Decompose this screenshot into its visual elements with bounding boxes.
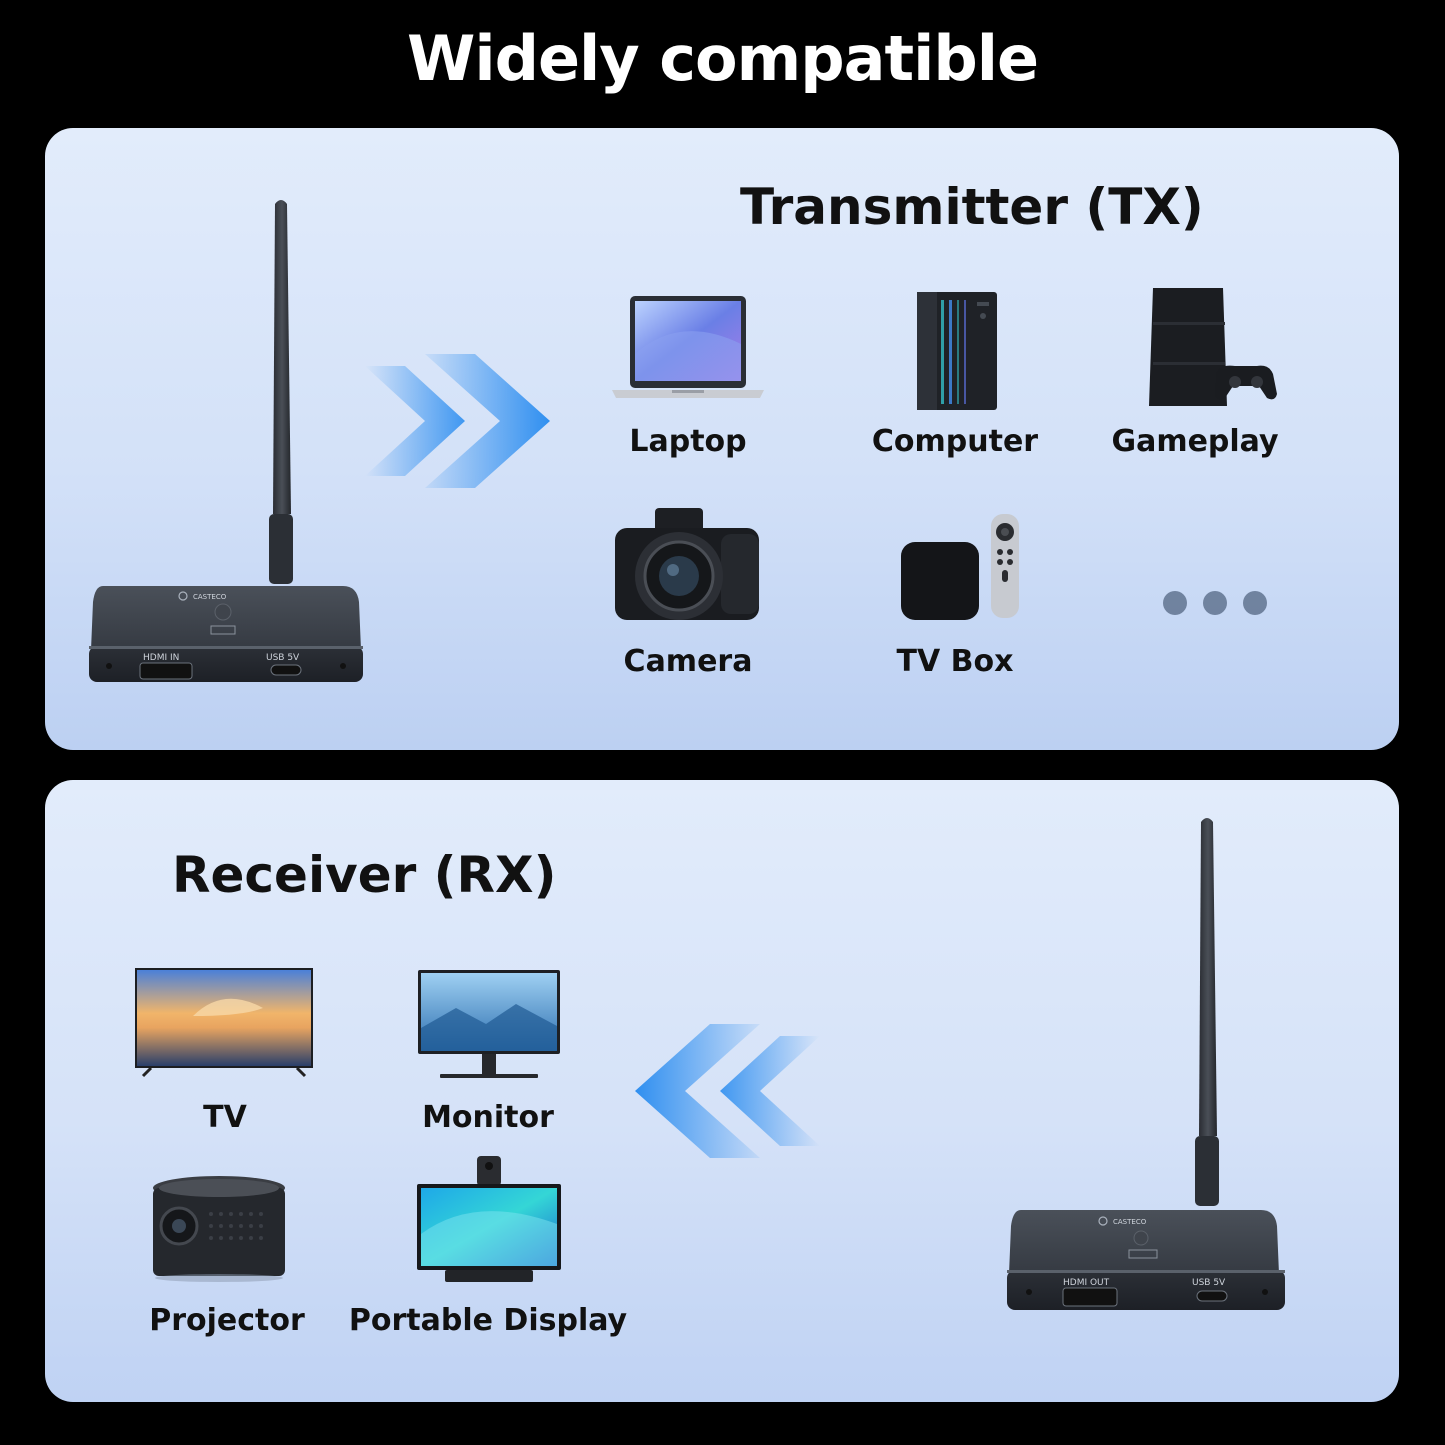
more-dots-icon — [1163, 591, 1267, 615]
monitor-icon — [418, 970, 560, 1078]
svg-text:CASTECO: CASTECO — [193, 593, 227, 601]
page-title: Widely compatible — [406, 22, 1039, 95]
tx-signal-arrows-icon — [365, 354, 550, 488]
device-label-monitor: Monitor — [422, 1100, 554, 1135]
receiver-device-icon: CASTECO HDMI OUT USB 5V — [1007, 818, 1285, 1310]
transmitter-device-icon: CASTECO HDMI IN USB 5V — [89, 200, 363, 682]
portable-display-icon — [417, 1156, 561, 1282]
tv-box-icon — [901, 514, 1019, 620]
device-label-portable-display: Portable Display — [348, 1303, 628, 1338]
device-label-laptop: Laptop — [629, 424, 747, 459]
tx-port-usb-label: USB 5V — [266, 653, 300, 663]
camera-icon — [615, 508, 759, 620]
transmitter-panel: CASTECO HDMI IN USB 5V Transmitter (TX) … — [45, 128, 1399, 750]
computer-tower-icon — [917, 292, 997, 410]
svg-text:CASTECO: CASTECO — [1113, 1218, 1147, 1226]
projector-icon — [153, 1176, 285, 1282]
device-label-projector: Projector — [149, 1303, 305, 1338]
laptop-icon — [612, 296, 764, 398]
device-label-gameplay: Gameplay — [1111, 424, 1279, 459]
device-label-tv: TV — [203, 1100, 247, 1135]
device-label-tv-box: TV Box — [896, 644, 1014, 679]
transmitter-title: Transmitter (TX) — [740, 178, 1204, 236]
device-label-computer: Computer — [871, 424, 1039, 459]
rx-port-usb-label: USB 5V — [1192, 1278, 1226, 1288]
rx-port-hdmi-label: HDMI OUT — [1063, 1278, 1110, 1288]
rx-signal-arrows-icon — [635, 1024, 820, 1158]
device-label-camera: Camera — [623, 644, 753, 679]
receiver-title: Receiver (RX) — [172, 846, 557, 904]
receiver-panel: Receiver (RX) TV Monitor Projector — [45, 780, 1399, 1402]
tv-icon — [135, 968, 313, 1078]
tx-port-hdmi-label: HDMI IN — [143, 653, 179, 663]
game-console-icon — [1149, 288, 1277, 406]
